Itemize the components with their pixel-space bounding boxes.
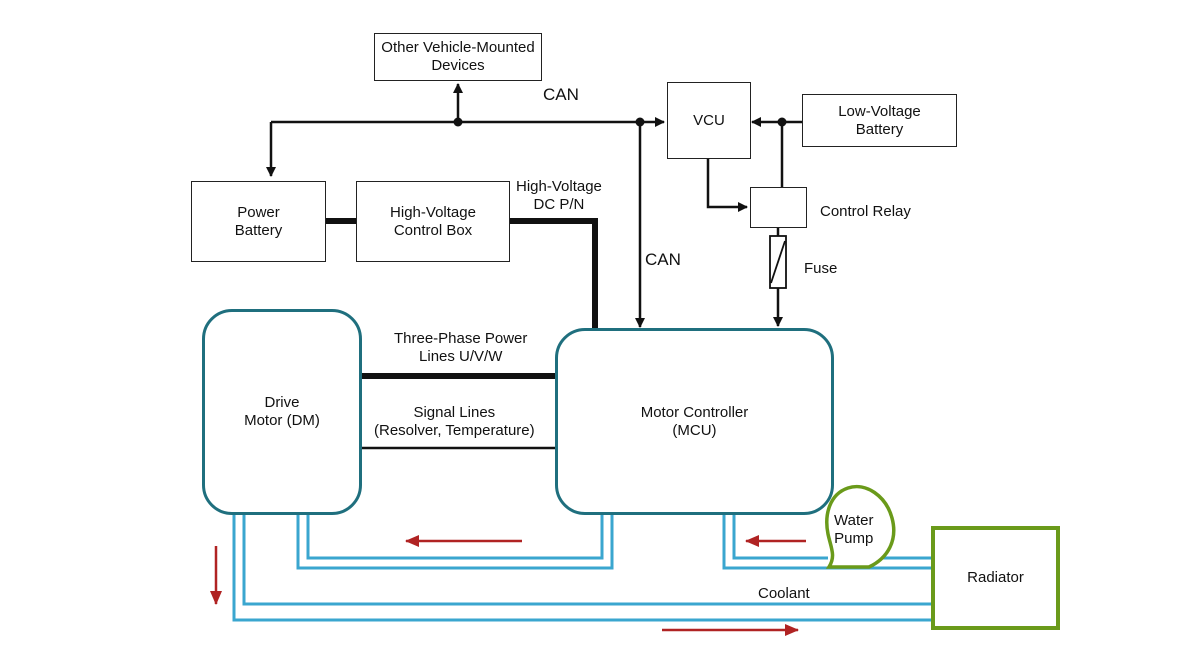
signal-lines-label: Signal Lines(Resolver, Temperature) xyxy=(374,404,535,440)
power-battery-label-line2: Battery xyxy=(234,221,283,239)
can-junction-dot xyxy=(453,117,463,127)
coolant-label: Coolant xyxy=(758,585,810,602)
three-phase-label-line2: Lines U/V/W xyxy=(419,348,503,365)
control-relay-label: Control Relay xyxy=(820,203,911,220)
hv-control-box-label-line1: High-Voltage xyxy=(390,203,476,221)
coolant-flow-arrows xyxy=(210,535,806,636)
mcu-label-line1: Motor Controller xyxy=(640,403,749,421)
water-pump-label-line1: Water xyxy=(834,512,874,529)
hv-control-box-label-line2: Control Box xyxy=(393,221,473,239)
three-phase-label-line1: Three-Phase Power xyxy=(394,330,528,347)
vcu-box: VCU xyxy=(667,82,751,159)
control-relay-box xyxy=(750,187,807,228)
signal-lines-label-line1: Signal Lines xyxy=(413,404,496,421)
lv-battery-label-line2: Battery xyxy=(855,120,904,138)
can-label-vertical: CAN xyxy=(645,250,681,269)
mcu-label-line2: (MCU) xyxy=(672,421,717,439)
water-pump-outline xyxy=(825,484,896,569)
fuse-label: Fuse xyxy=(804,260,838,277)
lv-junction-dot xyxy=(777,117,787,127)
other-devices-label-line2: Devices xyxy=(431,57,485,74)
radiator-box: Radiator xyxy=(931,526,1060,630)
fuse-symbol xyxy=(769,235,787,289)
drive-motor-label-line2: Motor (DM) xyxy=(244,412,320,429)
other-devices-label-line1: Other Vehicle-Mounted xyxy=(381,39,535,56)
power-battery-label-line1: Power xyxy=(237,203,280,221)
vcu-label: VCU xyxy=(693,111,725,129)
low-voltage-lines xyxy=(706,117,802,327)
lv-battery-label-line1: Low-Voltage xyxy=(838,102,921,120)
radiator-label: Radiator xyxy=(967,569,1024,586)
drive-motor-label-line1: Drive xyxy=(264,394,300,411)
signal-lines-label-line2: (Resolver, Temperature) xyxy=(374,422,535,439)
can-bus-lines xyxy=(266,83,665,328)
hv-dc-label-line2: DC P/N xyxy=(533,196,585,213)
can-junction-dot xyxy=(635,117,645,127)
motor-controller-box: Motor Controller(MCU) xyxy=(555,328,834,515)
can-label-top: CAN xyxy=(543,85,579,104)
high-voltage-lines xyxy=(326,218,598,330)
water-pump-label-line2: Pump xyxy=(834,530,874,547)
hv-dc-label-line1: High-Voltage xyxy=(516,178,602,195)
